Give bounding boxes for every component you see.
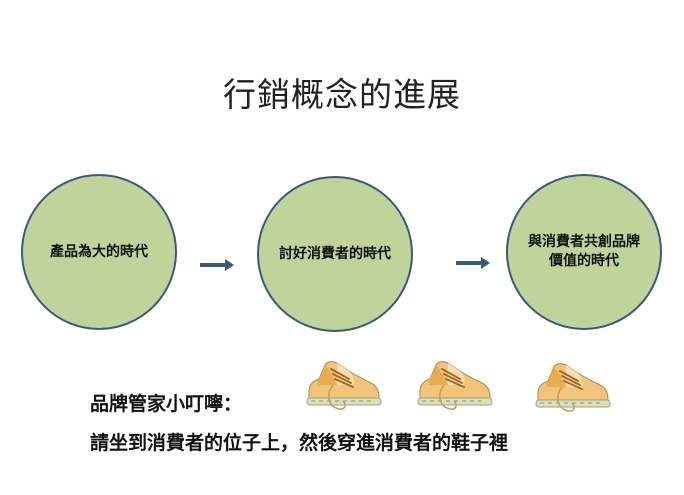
page-title: 行銷概念的進展 [223, 75, 461, 114]
stage-label: 討好消費者的時代 [279, 245, 391, 262]
stage-label: 產品為大的時代 [50, 243, 148, 260]
shoe-icon [306, 361, 382, 410]
arrow-right-icon [200, 259, 234, 271]
stage-circle-consumer-era: 討好消費者的時代 [257, 176, 413, 332]
tip-heading: 品牌管家小叮嚀： [90, 393, 243, 415]
stage-circle-co-creation-era: 與消費者共創品牌 價值的時代 [506, 174, 662, 330]
stage-circle-product-era: 產品為大的時代 [21, 174, 177, 330]
shoe-icon [417, 361, 493, 410]
shoe-icon [535, 363, 611, 412]
tip-body: 請坐到消費者的位子上，然後穿進消費者的鞋子裡 [90, 432, 509, 454]
arrow-right-icon [456, 257, 490, 269]
stage-label: 與消費者共創品牌 價值的時代 [528, 234, 640, 269]
